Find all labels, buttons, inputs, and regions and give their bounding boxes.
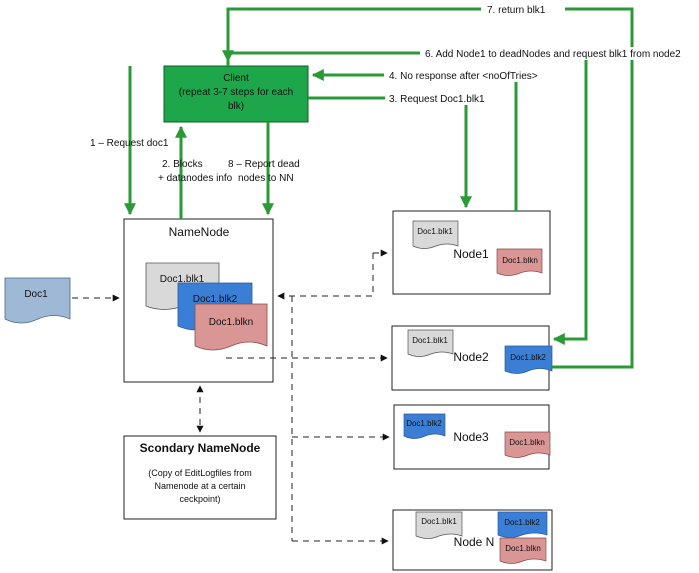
secondary-namenode-title: Scondary NameNode	[140, 441, 261, 455]
secondary-namenode-box: Scondary NameNode (Copy of EditLogfiles …	[123, 435, 277, 520]
node3-doc-blk2-label: Doc1.blk2	[406, 419, 442, 428]
client-box: Client (repeat 3-7 steps for each blk)	[163, 65, 309, 123]
nodeN-doc-blkn	[499, 537, 547, 564]
node2-doc-blk1-label: Doc1.blk1	[412, 336, 448, 345]
label-step2-line2: + datanodes info	[158, 173, 233, 184]
node3-doc-blk2	[403, 413, 446, 439]
node1-doc-blkn-label: Doc1.blkn	[502, 256, 538, 265]
arrow-step7	[222, 7, 634, 369]
label-step4: 4. No response after <noOfTries>	[389, 71, 538, 82]
node1-doc-blk1-label: Doc1.blk1	[417, 227, 453, 236]
nodeN-doc-blkn-label: Doc1.blkn	[505, 544, 541, 553]
client-title: Client	[223, 73, 249, 84]
label-step7: 7. return blk1	[487, 5, 546, 16]
label-step8-line2: nodes to NN	[238, 173, 294, 184]
namenode-doc-blkn-label: Doc1.blkn	[209, 317, 253, 328]
node1-doc-blkn	[496, 248, 543, 276]
namenode-title: NameNode	[169, 225, 230, 239]
node1-label: Node1	[453, 247, 489, 261]
label-step6: 6. Add Node1 to deadNodes and request bl…	[425, 49, 681, 60]
node1-box: Node1 Doc1.blk1 Doc1.blkn	[392, 210, 551, 295]
nodeN-doc-blk2	[497, 511, 548, 538]
node2-doc-blk2	[504, 345, 553, 374]
dashed-arrow-nodes-to-namenode	[277, 253, 374, 300]
label-step1: 1 – Request doc1	[90, 138, 169, 149]
namenode-doc-blkn: Doc1.blkn	[194, 303, 268, 351]
client-subtitle-2: blk)	[228, 101, 244, 112]
node2-doc-blk1	[407, 329, 454, 357]
namenode-doc-blk2-label: Doc1.blk2	[193, 294, 238, 305]
nodeN-label: Node N	[454, 535, 495, 549]
nodeN-doc-blk1-label: Doc1.blk1	[421, 517, 457, 526]
node3-doc-blkn-label: Doc1.blkn	[509, 438, 545, 447]
client-subtitle: (repeat 3-7 steps for each	[179, 87, 294, 98]
label-step8-line1: 8 – Report dead	[228, 159, 300, 170]
node3-box: Node3 Doc1.blk2 Doc1.blkn	[393, 404, 551, 470]
input-doc: Doc1	[4, 277, 71, 324]
label-step3: 3. Request Doc1.blk1	[389, 94, 485, 105]
secondary-namenode-note-2: Namenode at a certain	[154, 481, 245, 491]
node3-label: Node3	[453, 430, 489, 444]
nodeN-doc-blk1	[415, 511, 463, 539]
input-doc-label: Doc1	[24, 289, 48, 300]
secondary-namenode-note-1: (Copy of EditLogfiles from	[148, 468, 252, 478]
nodeN-box: Node N Doc1.blk1 Doc1.blk2 Doc1.blkn	[392, 509, 553, 571]
node2-box: Node2 Doc1.blk1 Doc1.blk2	[391, 325, 553, 391]
namenode-doc-blk1-label: Doc1.blk1	[160, 274, 205, 285]
nodeN-doc-blk2-label: Doc1.blk2	[504, 518, 540, 527]
secondary-namenode-note-3: ceckpoint)	[179, 494, 220, 504]
node2-doc-blk2-label: Doc1.blk2	[510, 353, 546, 362]
node2-label: Node2	[453, 350, 489, 364]
node1-doc-blk1	[412, 220, 459, 249]
label-step2-line1: 2. Blocks	[162, 159, 203, 170]
node3-doc-blkn	[504, 431, 551, 458]
arrow-step3	[308, 96, 472, 209]
